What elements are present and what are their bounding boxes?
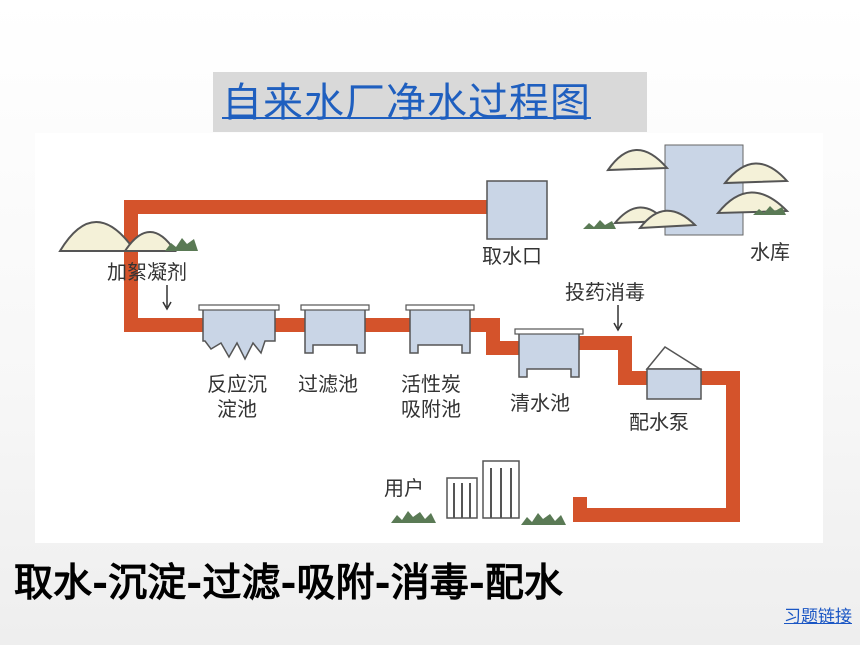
sedimentation-tank-lid bbox=[198, 304, 280, 311]
purification-diagram: 水库 取水口 加絮凝剂 反应沉 淀池 过滤池 bbox=[35, 133, 823, 543]
exercise-link[interactable]: 习题链接 bbox=[784, 607, 852, 627]
pump-roof bbox=[645, 346, 703, 370]
pump-body bbox=[646, 368, 702, 400]
reservoir-label: 水库 bbox=[750, 240, 790, 264]
users-buildings: 用户 bbox=[384, 460, 566, 525]
coagulant-arrow bbox=[162, 285, 172, 311]
pipe-network bbox=[124, 200, 740, 522]
page-title: 自来水厂净水过程图 bbox=[222, 80, 591, 126]
water-intake: 取水口 bbox=[482, 180, 548, 268]
clear-tank-body bbox=[518, 332, 580, 378]
users-label: 用户 bbox=[384, 476, 424, 500]
pump-label: 配水泵 bbox=[629, 410, 689, 434]
carbon-tank: 活性炭 吸附池 bbox=[401, 304, 475, 421]
pipe-main-3 bbox=[470, 318, 519, 355]
left-shrubs bbox=[165, 238, 198, 251]
left-hills bbox=[58, 221, 198, 252]
filter-tank: 过滤池 bbox=[298, 304, 370, 396]
intake-label: 取水口 bbox=[482, 244, 542, 268]
filter-tank-body bbox=[304, 308, 366, 354]
carbon-label-1: 活性炭 bbox=[401, 372, 461, 396]
diagram-svg: 水库 取水口 加絮凝剂 反应沉 淀池 过滤池 bbox=[58, 144, 790, 525]
title-background bbox=[213, 72, 647, 132]
sedimentation-label-1: 反应沉 bbox=[207, 372, 267, 396]
reservoir-hill-2 bbox=[722, 162, 790, 185]
disinfect-arrow bbox=[613, 305, 623, 332]
carbon-label-2: 吸附池 bbox=[401, 397, 461, 421]
filter-label: 过滤池 bbox=[298, 372, 358, 396]
filter-tank-lid bbox=[300, 304, 370, 311]
left-hill-1 bbox=[58, 221, 137, 252]
sedimentation-tank-body bbox=[202, 308, 276, 361]
clear-water-tank: 清水池 bbox=[510, 328, 584, 415]
clear-label: 清水池 bbox=[510, 391, 570, 415]
reservoir-hill-5 bbox=[637, 209, 698, 230]
pipe-intake bbox=[124, 200, 495, 332]
coagulant-label: 加絮凝剂 bbox=[107, 260, 187, 284]
intake-box bbox=[486, 180, 548, 240]
clear-tank-lid bbox=[514, 328, 584, 335]
reservoir-hill-1 bbox=[606, 149, 670, 172]
reservoir: 水库 bbox=[583, 144, 790, 264]
pipe-main-5 bbox=[573, 371, 740, 522]
reservoir-shrubs bbox=[583, 206, 786, 229]
sedimentation-tank: 反应沉 淀池 bbox=[198, 304, 280, 421]
carbon-tank-body bbox=[409, 308, 471, 354]
carbon-tank-lid bbox=[405, 304, 475, 311]
sedimentation-label-2: 淀池 bbox=[217, 397, 257, 421]
pump-house: 配水泵 bbox=[629, 346, 703, 434]
users-shrubs bbox=[391, 511, 566, 525]
process-summary: 取水-沉淀-过滤-吸附-消毒-配水 bbox=[14, 560, 563, 606]
pipe-main-4 bbox=[579, 336, 648, 385]
disinfect-label: 投药消毒 bbox=[565, 280, 645, 304]
